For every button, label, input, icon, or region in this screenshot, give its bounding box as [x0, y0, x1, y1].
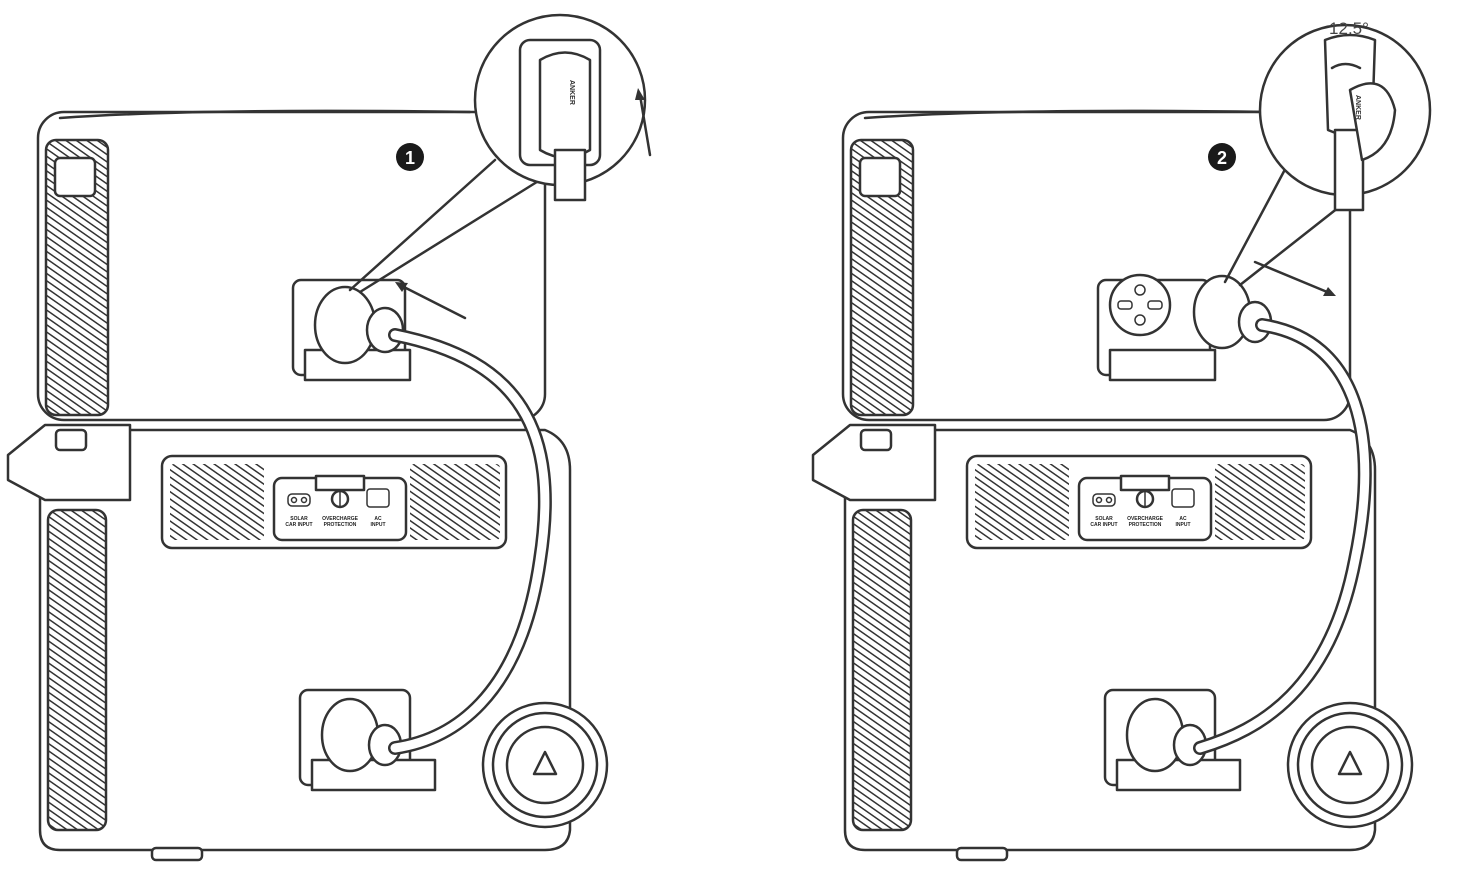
bottom-plug — [1125, 697, 1208, 773]
ac-label: AC — [1179, 516, 1187, 522]
step-1-illustration: ANKER 1 SOLAR CAR INPUT OVERCHARGE PROTE… — [6, 13, 652, 862]
car-input-label: CAR INPUT — [285, 522, 312, 528]
car-input-label: CAR INPUT — [1090, 522, 1117, 528]
step-1-badge: 1 — [396, 143, 424, 171]
solar-label: SOLAR — [1095, 516, 1113, 522]
step-2-badge: 2 — [1208, 143, 1236, 171]
input-label: INPUT — [371, 522, 386, 528]
insert-arrow — [395, 282, 467, 320]
protection-label: PROTECTION — [324, 522, 357, 528]
step-2-detail-zoom: ANKER 12.5° — [1223, 19, 1432, 287]
protection-label: PROTECTION — [1129, 522, 1162, 528]
rear-panel-labels: SOLAR CAR INPUT OVERCHARGE PROTECTION AC… — [285, 516, 385, 528]
rear-panel-labels: SOLAR CAR INPUT OVERCHARGE PROTECTION AC… — [1090, 516, 1190, 528]
remove-arrow — [1253, 260, 1336, 296]
anker-brand-text: ANKER — [1354, 95, 1361, 120]
step-1-detail-zoom: ANKER — [348, 13, 652, 294]
overcharge-label: OVERCHARGE — [1127, 516, 1164, 522]
power-station-unit — [6, 109, 609, 862]
step-number: 1 — [405, 148, 415, 168]
step-number: 2 — [1217, 148, 1227, 168]
step-2-illustration: ANKER 12.5° 2 SOLAR CAR INPUT OVERCHARGE… — [811, 19, 1432, 862]
anker-brand-text: ANKER — [568, 80, 575, 105]
overcharge-label: OVERCHARGE — [322, 516, 359, 522]
ac-label: AC — [374, 516, 382, 522]
solar-label: SOLAR — [290, 516, 308, 522]
input-label: INPUT — [1176, 522, 1191, 528]
power-station-unit — [811, 109, 1414, 862]
rotation-angle-label: 12.5° — [1329, 19, 1369, 38]
exposed-socket — [1108, 273, 1172, 337]
